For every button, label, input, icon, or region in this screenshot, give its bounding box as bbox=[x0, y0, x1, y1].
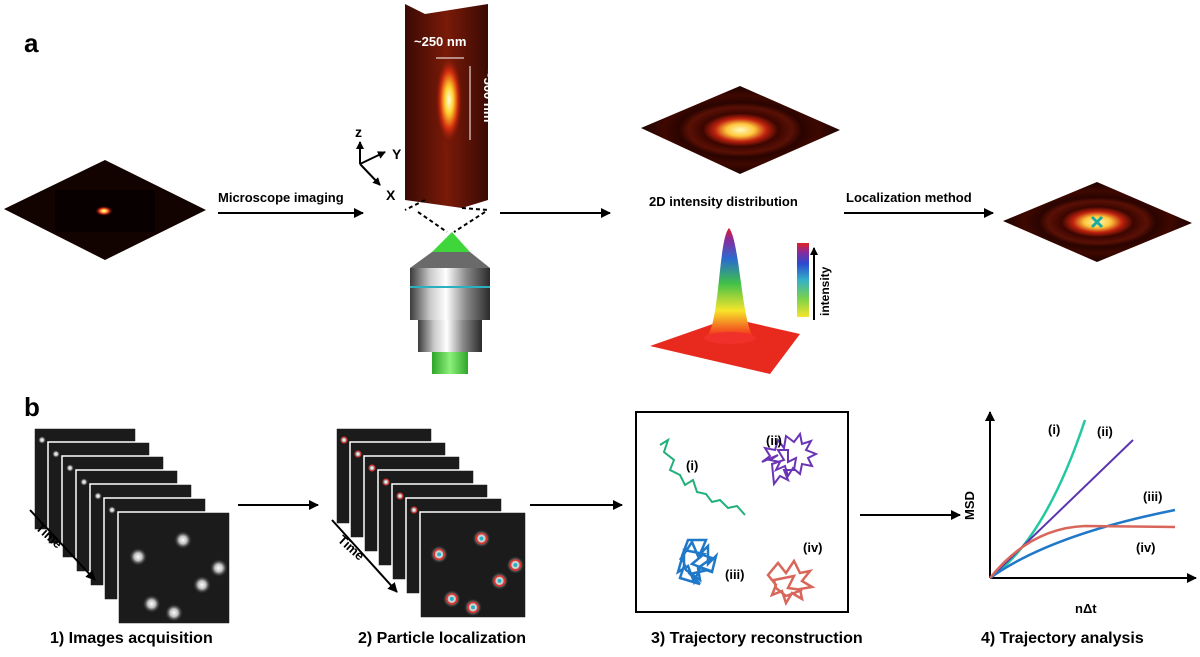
localization-center bbox=[497, 578, 502, 583]
msd-curve-i bbox=[989, 419, 1087, 580]
psf-height-label: ~500 nm bbox=[481, 70, 496, 123]
msd-ylabel: MSD bbox=[962, 491, 977, 520]
axis-x-label: X bbox=[386, 187, 396, 203]
particle-spot bbox=[142, 594, 161, 613]
localization-ring bbox=[410, 506, 418, 514]
msd-label-iv: (iv) bbox=[1136, 540, 1156, 555]
colorbar-label: intensity bbox=[818, 266, 832, 316]
msd-xlabel: nΔt bbox=[1075, 601, 1097, 616]
particle-spot bbox=[129, 547, 148, 566]
particle-spot bbox=[165, 603, 183, 622]
axis-y-label: Y bbox=[392, 146, 402, 162]
intensity-plane bbox=[641, 86, 840, 174]
particle-spot bbox=[193, 575, 211, 594]
msd-label-i: (i) bbox=[1048, 422, 1061, 437]
traj-label-i: (i) bbox=[686, 458, 699, 473]
step-1-label: 1) Images acquisition bbox=[50, 630, 213, 647]
msd-curve-iii bbox=[989, 508, 1176, 580]
time-arrow-1 bbox=[29, 509, 96, 581]
localization-ring bbox=[509, 559, 522, 571]
time-arrow-2 bbox=[331, 519, 398, 593]
particle-spot bbox=[173, 531, 192, 549]
traj-label-iv: (iv) bbox=[803, 540, 823, 555]
localization-center bbox=[449, 596, 454, 601]
localization-center bbox=[513, 563, 518, 567]
trajectory-iv bbox=[766, 558, 816, 606]
msd-plot bbox=[985, 411, 1197, 583]
localization-center bbox=[437, 552, 442, 557]
intensity-peak-3d bbox=[650, 228, 800, 374]
psf-width-label: ~250 nm bbox=[414, 34, 467, 49]
particle-spot bbox=[52, 450, 60, 458]
localization-ring bbox=[354, 450, 362, 458]
localization-ring bbox=[433, 548, 445, 561]
localization-center bbox=[471, 605, 475, 610]
msd-curve-iv bbox=[989, 524, 1176, 579]
particle-spot bbox=[80, 478, 88, 486]
step-2-label: 2) Particle localization bbox=[358, 630, 527, 647]
intensity-colorbar bbox=[797, 243, 818, 320]
localization-ring bbox=[368, 464, 376, 472]
psf-column bbox=[404, 4, 489, 233]
trajectory-ii bbox=[761, 431, 819, 487]
localization-ring bbox=[475, 532, 488, 545]
sample-plane bbox=[4, 160, 206, 260]
image-stack-acquisition bbox=[33, 427, 231, 625]
particle-spot bbox=[108, 506, 116, 514]
step-3-label: 3) Trajectory reconstruction bbox=[651, 630, 863, 647]
image-stack-localization bbox=[335, 427, 527, 619]
distribution-label: 2D intensity distribution bbox=[649, 194, 798, 209]
localization-center bbox=[479, 536, 484, 541]
traj-label-ii: (ii) bbox=[766, 433, 782, 448]
msd-curve-ii bbox=[989, 439, 1134, 579]
trajectory-i bbox=[659, 437, 746, 516]
localization-ring bbox=[493, 575, 506, 587]
particle-spot bbox=[66, 464, 74, 472]
localization-ring bbox=[340, 436, 348, 444]
particle-spot bbox=[209, 559, 228, 577]
label-microscope-imaging: Microscope imaging bbox=[218, 190, 344, 205]
localized-plane bbox=[1003, 182, 1192, 262]
msd-label-ii: (ii) bbox=[1097, 424, 1113, 439]
particle-spot bbox=[94, 492, 102, 500]
panel-b-letter: b bbox=[24, 392, 40, 422]
axis-z-label: z bbox=[355, 124, 362, 140]
step-4-label: 4) Trajectory analysis bbox=[981, 630, 1144, 647]
objective-lens bbox=[410, 232, 490, 374]
localization-ring bbox=[396, 492, 404, 500]
xyz-axes bbox=[356, 141, 386, 186]
msd-label-iii: (iii) bbox=[1143, 489, 1163, 504]
traj-label-iii: (iii) bbox=[725, 567, 745, 582]
localization-ring bbox=[382, 478, 390, 486]
panel-a-letter: a bbox=[24, 28, 39, 58]
trajectory-iii bbox=[675, 538, 719, 586]
localization-ring bbox=[446, 593, 458, 605]
label-localization-method: Localization method bbox=[846, 190, 972, 205]
localization-ring bbox=[467, 601, 479, 614]
particle-spot bbox=[38, 436, 46, 444]
